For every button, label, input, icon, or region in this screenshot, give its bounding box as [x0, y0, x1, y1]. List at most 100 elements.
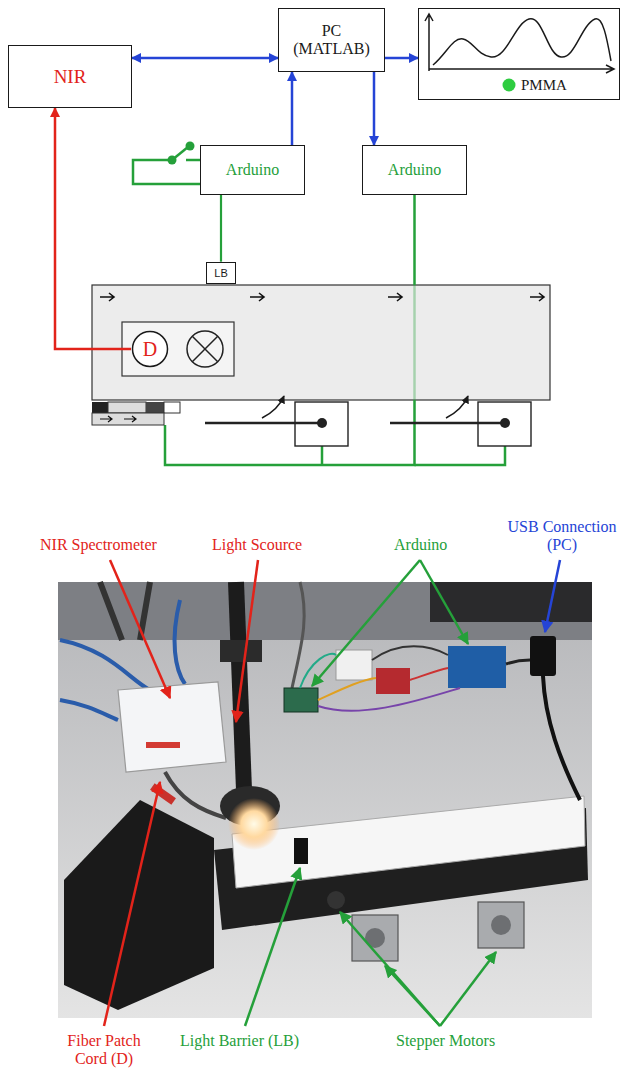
illustration-part [318, 678, 376, 700]
spectrum-plot [419, 9, 618, 98]
connector-arrow [291, 72, 294, 145]
illustration-part [250, 293, 264, 301]
illustration-part [545, 560, 560, 632]
illustration-part [300, 654, 336, 688]
node-label: D [143, 338, 157, 361]
illustration-part [100, 416, 136, 422]
callout-label: Light Scource [212, 536, 302, 554]
spectrum-curve [433, 19, 611, 65]
illustration-part [317, 418, 327, 428]
sensor-box: LB [206, 262, 235, 285]
node-label: Arduino [226, 161, 279, 179]
controller-box: Arduino [200, 145, 305, 195]
illustration-part [100, 582, 150, 640]
illustration-part [446, 396, 468, 418]
switch-contact [168, 156, 177, 165]
illustration-part [175, 600, 185, 684]
connector-arrow [132, 57, 278, 60]
connector-arrow [373, 72, 376, 145]
illustration-part [245, 868, 300, 1026]
conveyor-belt [92, 285, 550, 400]
illustration-part [205, 422, 322, 425]
illustration-part [118, 682, 226, 772]
switch-wire [133, 160, 200, 184]
illustration-part [352, 915, 398, 961]
illustration-part [228, 798, 280, 850]
illustration-part [92, 402, 108, 413]
illustration-part [530, 636, 556, 676]
lamp-symbol [187, 331, 223, 367]
illustration-part [236, 560, 258, 722]
illustration-part [318, 688, 460, 711]
illustration-part [150, 783, 176, 804]
measurement-head [122, 322, 234, 376]
illustration-part [64, 800, 214, 1010]
node-label: PC (MATLAB) [289, 22, 375, 59]
illustration-part [448, 646, 506, 688]
illustration-part [192, 336, 217, 361]
pusher-actuator [92, 402, 180, 425]
node-label: Arduino [388, 161, 441, 179]
node-label: LB [214, 267, 227, 280]
illustration-part [321, 446, 324, 465]
illustration-part [376, 668, 410, 694]
node-label: NIR [54, 66, 87, 88]
illustration-part [530, 293, 544, 301]
sorting-flap [205, 396, 348, 446]
connector-arrow [385, 57, 418, 60]
motor-wiring [165, 195, 505, 465]
illustration-part [385, 966, 440, 1026]
illustration-part [415, 446, 506, 465]
callout-label: NIR Spectrometer [40, 536, 157, 554]
illustration-part [294, 838, 308, 864]
illustration-part [372, 646, 448, 660]
illustration-part [312, 560, 420, 686]
callout-label: USB Connection (PC) [502, 518, 622, 553]
illustration-part [491, 915, 511, 935]
switch-symbol [133, 142, 200, 185]
illustration-part [292, 582, 304, 688]
illustration-part [108, 402, 146, 413]
direction-arrows [100, 293, 544, 301]
switch-contact [186, 142, 195, 151]
illustration-part [187, 331, 223, 367]
setup-photo [58, 582, 592, 1018]
connector-arrow [55, 108, 131, 349]
illustration-part [58, 582, 592, 1018]
illustration-part [440, 952, 496, 1026]
illustration-part [413, 195, 416, 285]
illustration-part [146, 742, 180, 748]
illustration-part [430, 582, 592, 622]
illustration-part [192, 336, 217, 361]
illustration-part [390, 422, 505, 425]
node-label: PMMA [521, 77, 567, 94]
illustration-part [543, 676, 580, 800]
illustration-part [165, 772, 226, 818]
illustration-part [60, 640, 150, 690]
illustration-part [220, 640, 262, 662]
illustration-part [100, 293, 114, 301]
controller-box: Arduino [362, 145, 467, 195]
illustration-part [506, 660, 530, 664]
illustration-part [104, 782, 160, 1026]
illustration-part [388, 293, 402, 301]
sorting-flap [390, 396, 531, 446]
spectrum-plot-box: PMMA [418, 8, 620, 100]
illustration-part [413, 285, 416, 400]
legend-dot [503, 79, 516, 92]
detector-circle: D [131, 330, 169, 368]
callout-label: Stepper Motors [396, 1032, 495, 1050]
illustration-part [410, 668, 448, 680]
illustration-part [164, 402, 180, 413]
illustration-part [92, 413, 164, 425]
illustration-part [340, 912, 440, 1026]
illustration-part [262, 396, 284, 418]
illustration-part [284, 688, 318, 712]
illustration-part [327, 891, 345, 909]
device-box: NIR [8, 45, 132, 108]
illustration-part [478, 902, 524, 948]
illustration-part [60, 700, 118, 720]
computer-box: PC (MATLAB) [278, 8, 385, 72]
circle-outline [133, 332, 168, 367]
callout-label: Arduino [394, 536, 447, 554]
